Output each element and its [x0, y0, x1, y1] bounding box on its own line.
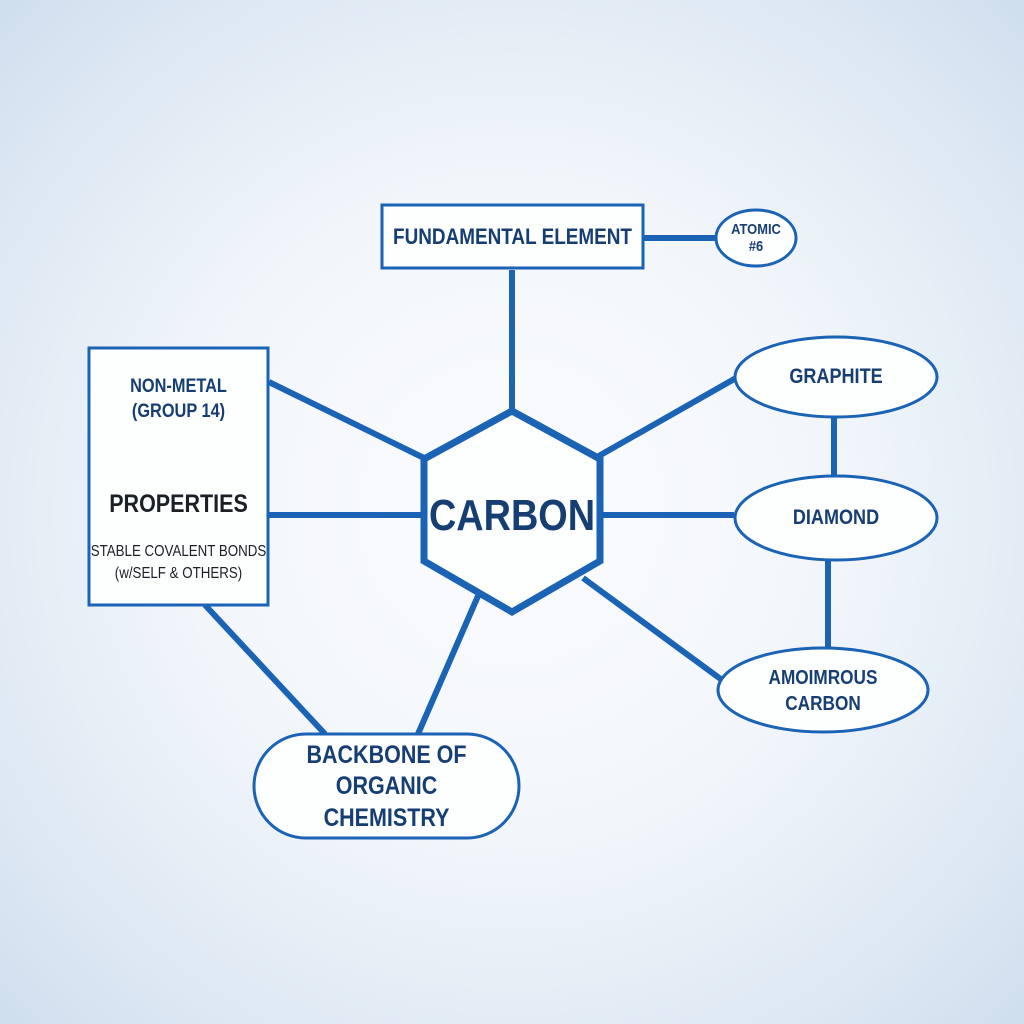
amorphous-carbon-label: AMOIMROUS CARBON: [733, 662, 914, 720]
edge-properties-backbone: [202, 602, 328, 737]
edge-carbon-properties-upper: [267, 379, 428, 462]
graphite-label: GRAPHITE: [789, 364, 883, 388]
diamond-label: DIAMOND: [792, 505, 880, 529]
backbone-line3: CHEMISTRY: [323, 803, 450, 832]
diamond-ellipse[interactable]: [733, 474, 939, 562]
backbone-line1: BACKBONE OF: [306, 741, 467, 770]
classification-line2: (GROUP 14): [131, 401, 226, 422]
graphite-ellipse[interactable]: [733, 335, 939, 419]
classification-label: NON-METAL (GROUP 14): [102, 370, 256, 430]
atomic-line1: ATOMIC: [731, 220, 781, 238]
edge-carbon-graphite: [595, 375, 738, 460]
fundamental-element-label: FUNDAMENTAL ELEMENT: [393, 223, 632, 249]
classification-line1: NON-METAL: [130, 376, 227, 398]
atomic-number-label: ATOMIC #6: [722, 212, 791, 264]
carbon-hexagon[interactable]: [420, 407, 604, 617]
properties-detail: STABLE COVALENT BONDS (w/SELF & OTHERS): [91, 538, 267, 588]
detail-line2: (w/SELF & OTHERS): [114, 565, 243, 582]
edge-carbon-amorphous: [581, 575, 724, 683]
atomic-line2: #6: [748, 238, 764, 255]
detail-line1: STABLE COVALENT BONDS: [90, 543, 267, 561]
edges: [202, 235, 837, 737]
backbone-pill[interactable]: [252, 732, 521, 840]
backbone-label: BACKBONE OF ORGANIC CHEMISTRY: [273, 740, 501, 834]
amorphous-carbon-ellipse[interactable]: [716, 646, 930, 734]
properties-heading: PROPERTIES: [109, 489, 248, 518]
fundamental-element-box[interactable]: [380, 203, 645, 270]
carbon-label: CARBON: [428, 490, 596, 540]
amorphous-line2: CARBON: [785, 693, 861, 715]
backbone-line2: ORGANIC: [335, 772, 438, 801]
atomic-number-ellipse[interactable]: [714, 208, 798, 268]
edge-carbon-backbone: [415, 594, 481, 736]
properties-box[interactable]: [87, 346, 270, 607]
amorphous-line1: AMOIMROUS: [768, 667, 878, 689]
